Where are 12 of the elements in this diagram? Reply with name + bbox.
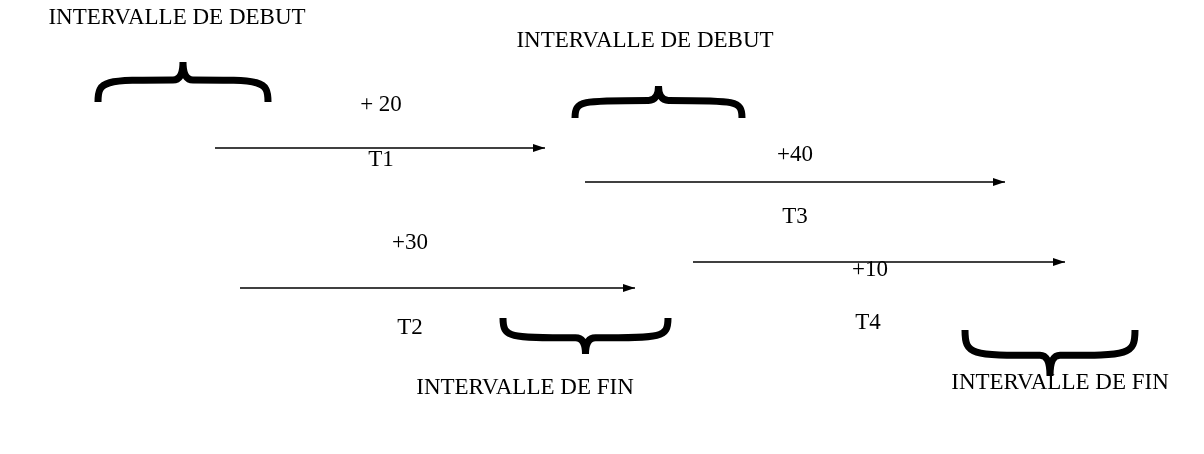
duration-label: +10 [852, 256, 888, 282]
task-label: T2 [397, 314, 423, 340]
duration-label: +40 [777, 141, 813, 167]
task-label: T4 [855, 309, 881, 335]
task-label: T1 [368, 146, 394, 172]
interval-label: INTERVALLE DE DEBUT [516, 27, 774, 53]
interval-label: INTERVALLE DE FIN [951, 369, 1169, 395]
duration-label: +30 [392, 229, 428, 255]
duration-label: + 20 [360, 91, 402, 117]
interval-label: INTERVALLE DE FIN [416, 374, 634, 400]
interval-label: INTERVALLE DE DEBUT [48, 4, 306, 30]
task-label: T3 [782, 203, 808, 229]
